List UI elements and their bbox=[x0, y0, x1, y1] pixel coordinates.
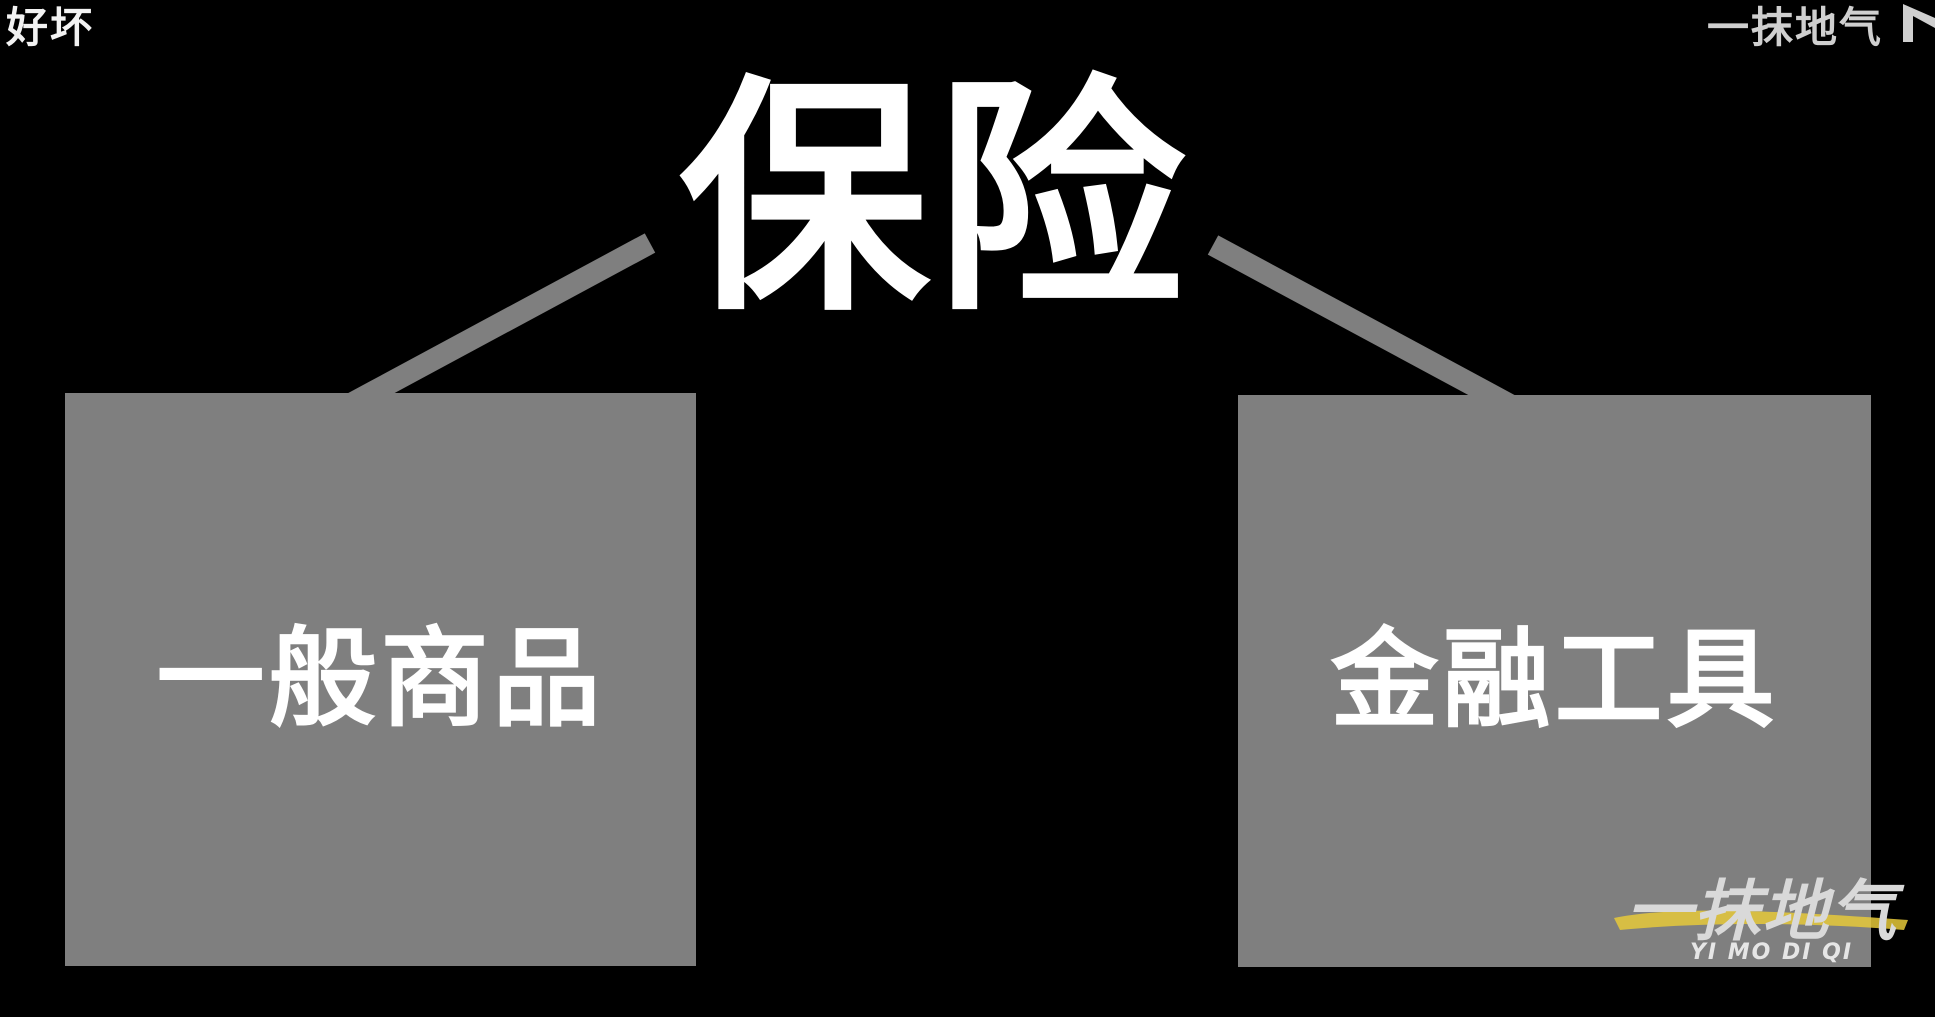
corner-label-left: 好坏 bbox=[6, 3, 95, 52]
connector-left bbox=[319, 233, 656, 428]
right-category-box: 金融工具 bbox=[1238, 395, 1871, 967]
brush-stroke-icon bbox=[1614, 910, 1908, 930]
left-category-box: 一般商品 bbox=[65, 393, 696, 966]
right-category-label: 金融工具 bbox=[1330, 618, 1779, 743]
watermark-main-text: 一抹地气 bbox=[1626, 873, 1898, 950]
play-triangle-icon bbox=[1903, 4, 1935, 42]
connector-right bbox=[1207, 235, 1516, 415]
watermark-logo: 一抹地气 YI MO DI QI bbox=[1612, 860, 1912, 970]
watermark-sub-text: YI MO DI QI bbox=[1690, 940, 1854, 965]
left-category-label: 一般商品 bbox=[156, 616, 605, 742]
diagram-title: 保险 bbox=[679, 54, 1191, 345]
corner-label-right: 一抹地气 bbox=[1706, 3, 1883, 52]
